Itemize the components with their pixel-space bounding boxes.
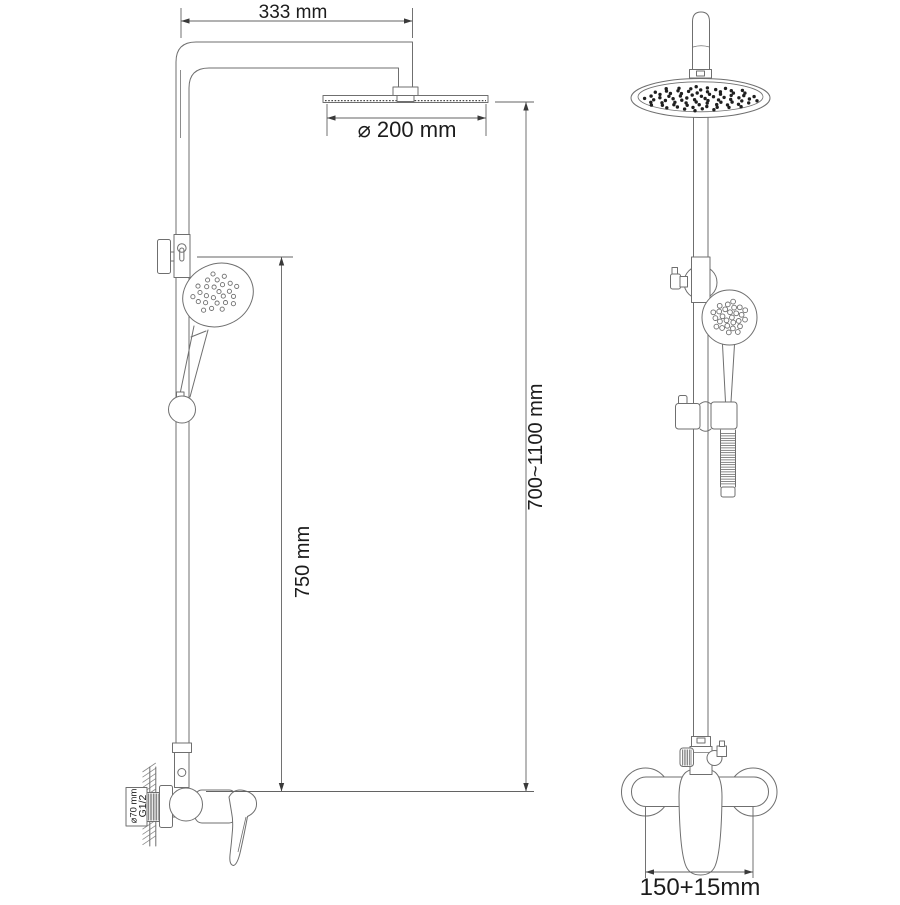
rain-shower-head-side xyxy=(322,86,489,103)
rain-shower-head-front xyxy=(630,78,771,118)
dim-valve-centres-label: 150+15mm xyxy=(640,874,761,900)
escutcheon-diameter-label: ⌀70 mm xyxy=(129,789,140,824)
valve-ball-joint xyxy=(169,787,203,822)
wall-bracket-side xyxy=(157,234,191,278)
dim-head-diameter: ⌀ 200 mm xyxy=(326,104,487,142)
riser-lower-connector xyxy=(172,742,192,788)
slider-knob-side xyxy=(168,395,196,424)
front-view xyxy=(621,11,778,876)
valve-handle-side xyxy=(228,789,258,866)
riser-arm-inner xyxy=(188,67,399,749)
dim-slide-bar-height-label: 750 mm xyxy=(292,526,314,598)
dim-valve-centres: 150+15mm xyxy=(640,807,761,901)
diverter-knob xyxy=(679,747,694,767)
hand-shower-nozzles-front xyxy=(710,298,749,336)
thread-size-label: G1/2 xyxy=(137,794,149,817)
dim-arm-length-label: 333 mm xyxy=(259,2,328,23)
wall-section xyxy=(125,762,173,847)
valve-handle-front xyxy=(678,768,723,876)
mixer-valve-side xyxy=(169,787,258,866)
side-view xyxy=(125,41,489,866)
shower-hose xyxy=(720,429,736,498)
knob-knurl xyxy=(682,749,692,766)
hand-shower-side xyxy=(168,262,254,424)
hand-shower-nozzles-side xyxy=(190,271,240,313)
keyhole-icon xyxy=(177,243,187,253)
arm-nut xyxy=(392,86,419,96)
wall-bracket-front xyxy=(670,256,718,303)
dim-head-diameter-label: ⌀ 200 mm xyxy=(358,117,457,142)
dim-overall-height-label: 700~1100 mm xyxy=(525,384,547,511)
rain-head-nozzles xyxy=(642,85,759,113)
dim-arm-length: 333 mm xyxy=(180,2,413,38)
dim-slide-bar-height: 750 mm xyxy=(197,256,314,792)
thread-knurl xyxy=(148,793,159,821)
mixer-valve-front xyxy=(621,736,778,876)
hand-shower-front xyxy=(701,289,758,403)
dimensions: 333 mm ⌀ 200 mm 700~1100 mm 750 mm xyxy=(129,2,761,901)
hose-ribs xyxy=(721,433,735,485)
riser-arm-outer xyxy=(175,41,413,749)
slider-holder-front xyxy=(675,395,738,432)
top-arm-front xyxy=(689,11,712,79)
dim-overall-height: 700~1100 mm xyxy=(495,101,547,792)
